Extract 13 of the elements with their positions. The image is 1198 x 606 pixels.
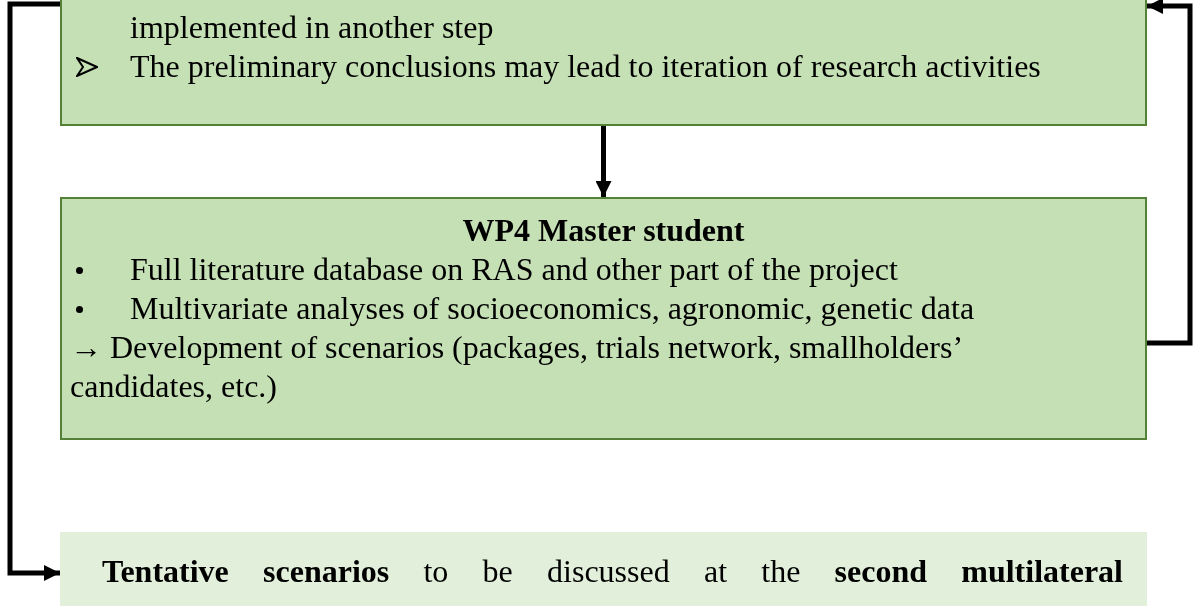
connector-arrow <box>1147 0 1193 346</box>
list-text: Multivariate analyses of socioeconomics, agronomic, genetic data <box>130 290 975 326</box>
outcome-text: Tentative scenarios to be discussed at the second multilateral <box>102 553 1123 589</box>
result-text: → Development of scenarios (packages, trials network, smallholders’ candidates, etc.) <box>69 328 962 406</box>
connector-arrow <box>7 1 60 581</box>
list-text: Full literature database on RAS and other part of the project <box>130 251 898 287</box>
process-box <box>60 197 1147 440</box>
list-text: The preliminary conclusions may lead to iteration of research activities <box>130 48 1041 84</box>
outcome-box <box>60 532 1147 606</box>
list-text: implemented in another step <box>130 9 494 45</box>
connector-arrow <box>595 126 612 197</box>
box-heading: WP4 Master student <box>461 211 746 250</box>
process-box <box>60 0 1147 126</box>
